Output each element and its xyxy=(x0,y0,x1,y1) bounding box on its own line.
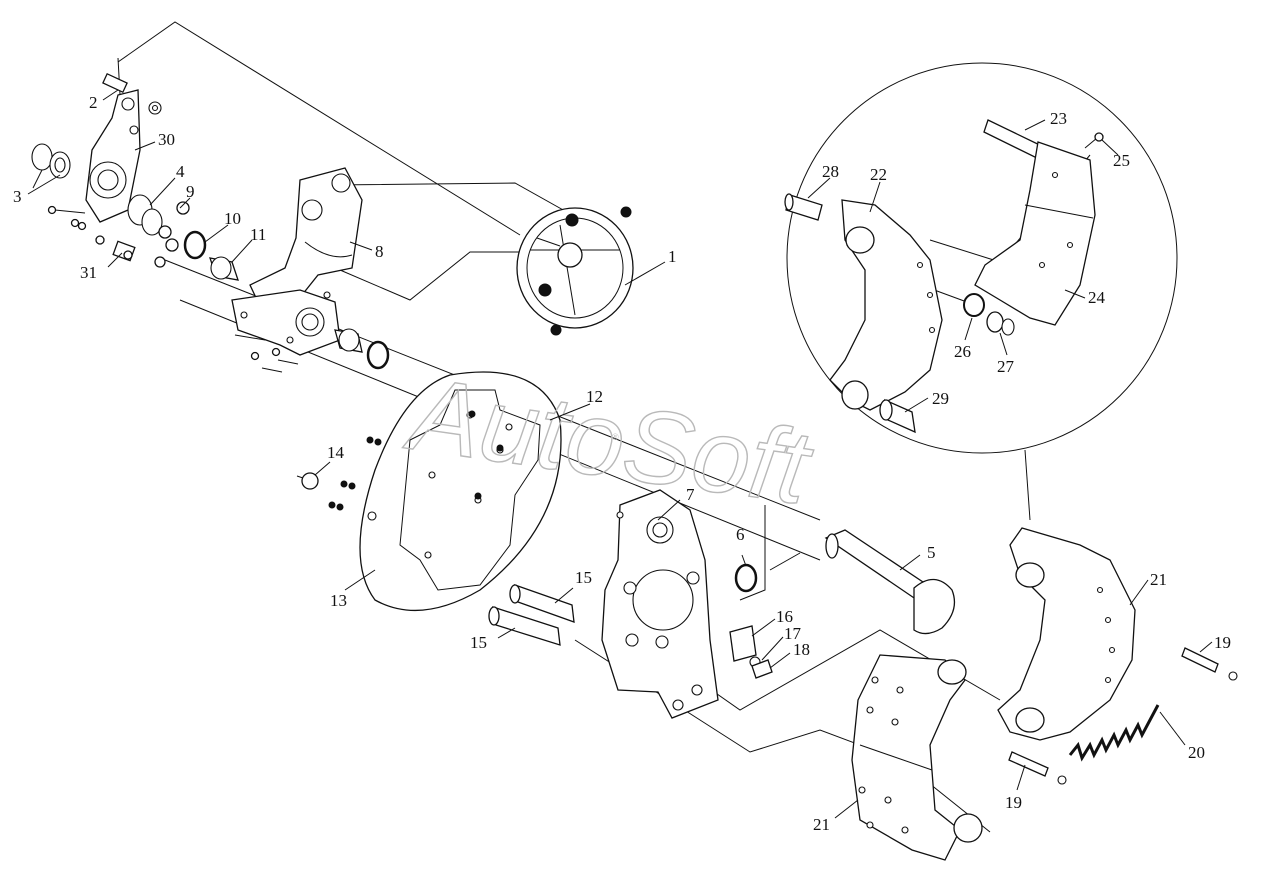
part-1-brake-chamber xyxy=(516,206,634,336)
callout-15-upper: 15 xyxy=(575,568,592,587)
part-15-anchor-pin-upper xyxy=(509,584,575,623)
part-6-seal xyxy=(734,563,758,593)
detail-magnifier-circle xyxy=(786,62,1178,454)
callout-21-upper: 21 xyxy=(1150,570,1167,589)
callout-26: 26 xyxy=(954,342,971,361)
part-21-brake-shoe-lower xyxy=(851,654,983,861)
part-15-anchor-pin-lower xyxy=(488,606,561,646)
part-8-chamber-bracket xyxy=(249,167,363,303)
callout-1: 1 xyxy=(668,247,677,266)
callout-8: 8 xyxy=(375,242,384,261)
callout-12: 12 xyxy=(586,387,603,406)
callout-17: 17 xyxy=(784,624,802,643)
callout-23: 23 xyxy=(1050,109,1067,128)
callout-3: 3 xyxy=(13,187,22,206)
part-2-clevis-pin xyxy=(102,57,162,115)
callout-15-lower: 15 xyxy=(470,633,487,652)
callout-11: 11 xyxy=(250,225,266,244)
callout-14: 14 xyxy=(327,443,345,462)
callout-18: 18 xyxy=(793,640,810,659)
callout-20: 20 xyxy=(1188,743,1205,762)
callout-labels: 1 2 3 4 5 6 7 8 9 10 11 12 13 14 15 15 1… xyxy=(13,93,1231,834)
callout-13: 13 xyxy=(330,591,347,610)
callout-27: 27 xyxy=(997,357,1015,376)
part-22-shoe-web xyxy=(829,199,943,411)
part-10-seal-ring xyxy=(183,230,207,260)
part-25-rivet xyxy=(1084,132,1104,149)
part-9-bolts xyxy=(154,201,190,268)
part-18-bolt xyxy=(751,659,773,679)
camshaft-tube xyxy=(231,289,341,356)
part-5-camshaft xyxy=(769,529,956,635)
part-bolts-left xyxy=(47,205,105,245)
part-21-brake-shoe-upper xyxy=(997,527,1136,741)
callout-31: 31 xyxy=(80,263,97,282)
callout-19-right: 19 xyxy=(1214,633,1231,652)
part-11-bushing xyxy=(209,256,239,281)
callout-24: 24 xyxy=(1088,288,1106,307)
part-27-roller-retainer xyxy=(986,311,1015,336)
callout-19-left: 19 xyxy=(1005,793,1022,812)
part-29-bushing xyxy=(879,398,916,434)
callout-9: 9 xyxy=(186,182,195,201)
camshaft-bushing-seal xyxy=(334,328,390,370)
part-16-lock-plate xyxy=(729,625,757,662)
callout-29: 29 xyxy=(932,389,949,408)
part-19-shoe-pin-right xyxy=(1181,647,1238,681)
callout-2: 2 xyxy=(89,93,98,112)
tube-mounting-bolts xyxy=(250,347,299,373)
part-7-brake-spider xyxy=(601,489,719,719)
part-28-roller-pin xyxy=(784,193,823,221)
callout-leaders xyxy=(27,89,1213,819)
part-19-shoe-pin-left xyxy=(1008,751,1067,785)
callout-4: 4 xyxy=(176,162,185,181)
callout-28: 28 xyxy=(822,162,839,181)
watermark-mark: ® xyxy=(612,432,619,442)
callout-25: 25 xyxy=(1113,151,1130,170)
callout-7: 7 xyxy=(686,485,695,504)
callout-22: 22 xyxy=(870,165,887,184)
part-20-return-spring xyxy=(1068,704,1160,762)
callout-5: 5 xyxy=(927,543,936,562)
callout-10: 10 xyxy=(224,209,241,228)
part-24-brake-lining xyxy=(974,141,1096,326)
callout-30: 30 xyxy=(158,130,175,149)
callout-6: 6 xyxy=(736,525,745,544)
callout-21-lower: 21 xyxy=(813,815,830,834)
shield-bolts xyxy=(328,410,504,511)
part-4-washers xyxy=(127,194,163,236)
callout-16: 16 xyxy=(776,607,793,626)
part-26-roller xyxy=(963,293,985,317)
part-31-fitting xyxy=(112,240,136,262)
part-3-snap-rings xyxy=(31,143,71,179)
part-14-plug xyxy=(296,472,319,490)
part-30-slack-adjuster xyxy=(85,89,141,223)
